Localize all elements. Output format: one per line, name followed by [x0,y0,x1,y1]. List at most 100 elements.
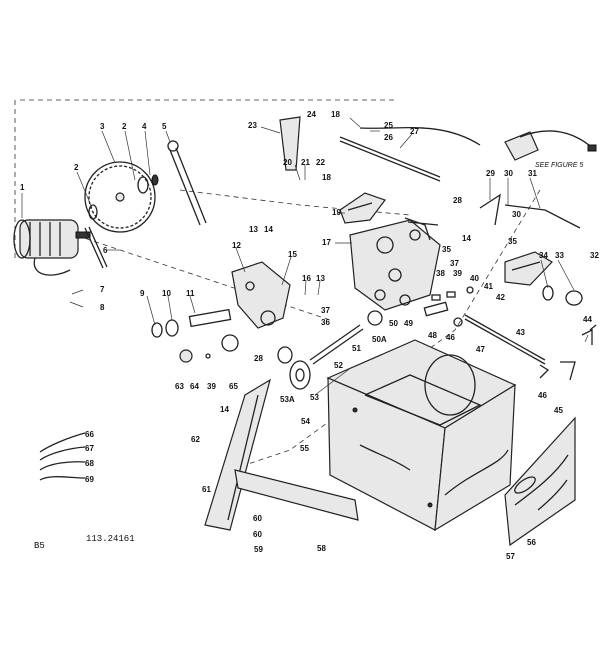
wire-set [39,432,86,481]
part-number-label: 46 [446,333,455,342]
part-number-label: 35 [508,237,517,246]
arbor-washers [88,174,159,220]
part-number-label: 28 [254,354,263,363]
part-number-label: 34 [539,251,548,260]
part-number-label: 26 [384,133,393,142]
part-number-label: 60 [253,530,262,539]
part-number-label: 39 [453,269,462,278]
part-number-label: 14 [220,405,229,414]
part-number-label: 63 [175,382,184,391]
stand-rail [234,469,359,521]
part-number-label: 50A [372,335,387,344]
part-number-label: 57 [506,552,515,561]
part-number-label: 1 [20,183,25,192]
handle-bracket [279,116,301,171]
part-number-label: 55 [300,444,309,453]
arbor-wrench [167,140,207,226]
part-number-label: 37 [321,306,330,315]
part-number-label: 2 [74,163,79,172]
part-number-label: 59 [254,545,263,554]
part-number-label: 13 [316,274,325,283]
front-panel [504,416,576,547]
part-number-label: 5 [162,122,167,131]
part-number-label: 50 [389,319,398,328]
part-number-label: 42 [496,293,505,302]
part-number-label: 67 [85,444,94,453]
part-number-label: 30 [512,210,521,219]
part-number-label: 66 [85,430,94,439]
part-number-label: 12 [232,241,241,250]
part-number-label: 37 [450,259,459,268]
part-number-label: 25 [384,121,393,130]
part-number-label: 32 [590,251,599,260]
part-number-label: 49 [404,319,413,328]
part-number-label: 8 [100,303,105,312]
part-number-label: 15 [288,250,297,259]
leader-lines [21,117,589,396]
part-number-label: 18 [322,173,331,182]
part-number-label: 38 [436,269,445,278]
part-number-label: 22 [316,158,325,167]
part-number-label: 2 [122,122,127,131]
trunnion-bracket [349,217,441,311]
part-number-label: 60 [253,514,262,523]
figure-note: SEE FIGURE 5 [535,162,583,169]
part-number-label: 36 [321,318,330,327]
part-number-label: 52 [334,361,343,370]
part-number-label: 3 [100,122,105,131]
stand-leg [204,378,271,531]
part-number-label: 14 [264,225,273,234]
part-number-label: 31 [528,169,537,178]
drawing-number: 113.24161 [86,534,135,544]
part-number-label: 64 [190,382,199,391]
fasteners [151,285,597,381]
part-number-label: 53A [280,395,295,404]
part-number-label: 68 [85,459,94,468]
support-rod [339,136,441,182]
part-number-label: 48 [428,331,437,340]
part-number-label: 17 [322,238,331,247]
part-number-label: 40 [470,274,479,283]
part-number-label: 13 [249,225,258,234]
part-number-label: 35 [442,245,451,254]
motor [13,219,91,276]
part-number-label: 9 [140,289,145,298]
power-cord [359,126,597,161]
page-code: B5 [34,541,45,551]
part-number-label: 69 [85,475,94,484]
blade-guard-right [504,251,553,286]
part-number-label: 20 [283,158,292,167]
part-number-label: 30 [504,169,513,178]
part-number-label: 11 [186,289,195,298]
part-number-label: 44 [583,315,592,324]
part-number-label: 46 [538,391,547,400]
arbor-housing [188,261,291,329]
part-number-label: 65 [229,382,238,391]
part-number-label: 28 [453,196,462,205]
part-number-label: 4 [142,122,147,131]
part-number-label: 62 [191,435,200,444]
part-number-label: 24 [307,110,316,119]
part-number-label: 43 [516,328,525,337]
part-number-label: 18 [331,110,340,119]
part-number-label: 19 [332,208,341,217]
blade-guard-left [339,192,386,224]
hex-wrench [84,226,108,269]
part-number-label: 45 [554,406,563,415]
part-number-label: 51 [352,344,361,353]
part-number-label: 47 [476,345,485,354]
part-number-label: 61 [202,485,211,494]
blade-guard-rods [479,193,581,229]
part-number-label: 33 [555,251,564,260]
part-number-label: 53 [310,393,319,402]
part-number-label: 39 [207,382,216,391]
indicator-disc [277,346,311,390]
part-number-label: 29 [486,169,495,178]
part-number-label: 14 [462,234,471,243]
part-number-label: 41 [484,282,493,291]
saw-blade [84,161,156,233]
part-number-label: 7 [100,285,105,294]
part-number-label: 58 [317,544,326,553]
